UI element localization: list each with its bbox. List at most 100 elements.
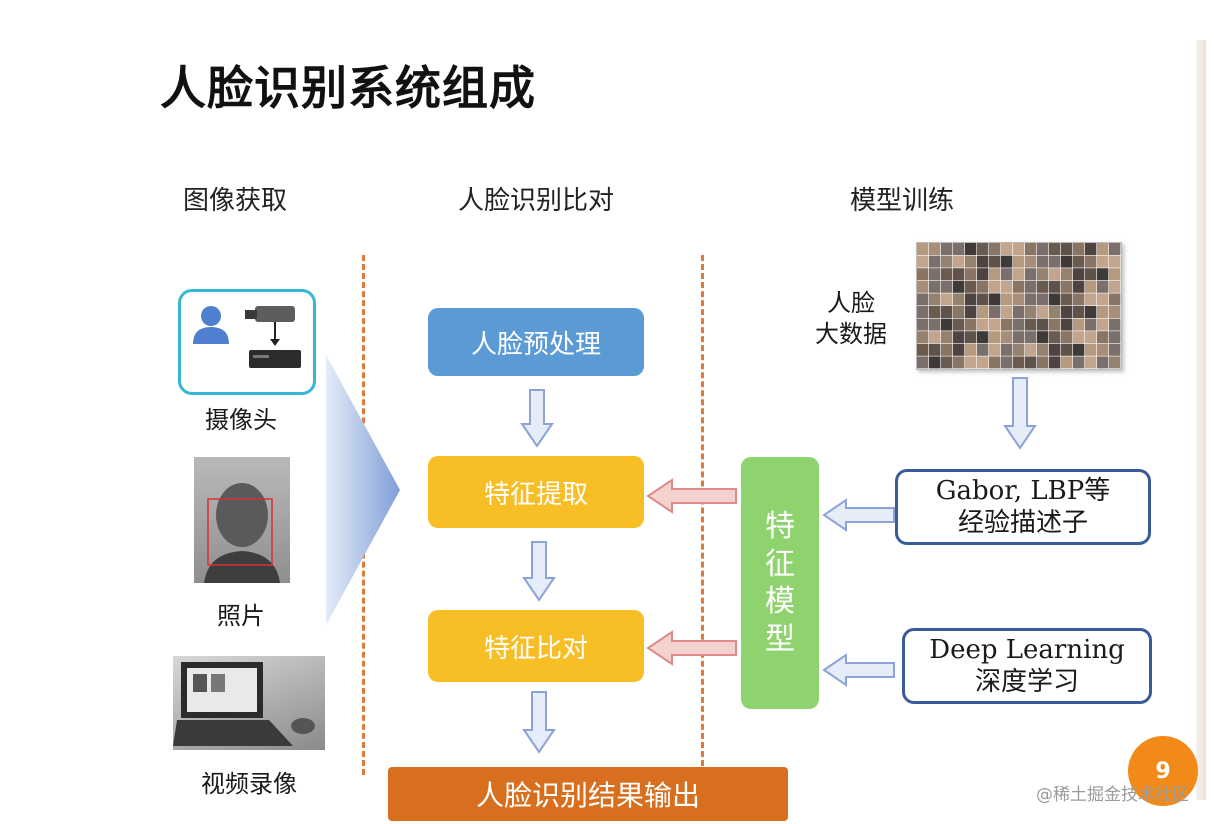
face-thumbnail (941, 243, 953, 255)
face-thumbnail (929, 343, 941, 356)
face-thumbnail (1001, 280, 1013, 293)
face-photo (194, 457, 290, 583)
face-thumbnail (1073, 255, 1085, 268)
face-thumbnail (989, 293, 1001, 306)
face-thumbnail (989, 243, 1001, 255)
left-arrow-deep (822, 653, 895, 687)
face-thumbnail (1073, 318, 1085, 331)
face-thumbnail (1025, 306, 1037, 318)
deep-learning-line-1: Deep Learning (929, 634, 1125, 665)
face-thumbnail (989, 318, 1001, 331)
face-thumbnail (965, 255, 977, 268)
face-thumbnail (1061, 255, 1073, 268)
face-thumbnail (1025, 293, 1037, 306)
face-thumbnail (977, 280, 989, 293)
face-thumbnail (1013, 293, 1025, 306)
left-arrow-extract (646, 478, 737, 514)
face-thumbnail (929, 243, 941, 255)
face-thumbnail (1085, 255, 1097, 268)
face-thumbnail (1001, 356, 1013, 369)
face-thumbnail (929, 331, 941, 344)
down-arrow-3 (522, 691, 556, 754)
face-thumbnail (953, 318, 965, 331)
face-thumbnail (1025, 356, 1037, 369)
face-thumbnail (1097, 280, 1109, 293)
face-thumbnail (941, 331, 953, 344)
face-thumbnail (917, 280, 929, 293)
face-thumbnail (1061, 331, 1073, 344)
left-arrow-compare (646, 630, 737, 666)
face-thumbnail (1073, 343, 1085, 356)
left-arrow-descriptor (822, 498, 895, 532)
big-data-label: 人脸 大数据 (808, 288, 894, 350)
face-thumbnail (1085, 280, 1097, 293)
down-arrow-1 (520, 389, 554, 448)
face-thumbnail (917, 318, 929, 331)
page-number-badge: 9 (1128, 736, 1198, 806)
face-thumbnail (1001, 343, 1013, 356)
descriptor-line-2: 经验描述子 (957, 508, 1088, 538)
face-thumbnail (1037, 356, 1049, 369)
face-thumbnail (1037, 343, 1049, 356)
face-thumbnail (1085, 356, 1097, 369)
face-thumbnail (977, 343, 989, 356)
face-thumbnail (953, 255, 965, 268)
face-thumbnail (941, 306, 953, 318)
face-thumbnail (1049, 343, 1061, 356)
face-thumbnail (1061, 318, 1073, 331)
face-thumbnail (1013, 268, 1025, 281)
face-thumbnail (1109, 318, 1121, 331)
big-data-line-1: 人脸 (827, 289, 875, 317)
face-thumbnail (1049, 280, 1061, 293)
feature-compare-box: 特征比对 (428, 610, 644, 682)
face-thumbnail (965, 293, 977, 306)
face-thumbnail (1073, 356, 1085, 369)
face-thumbnail (1037, 331, 1049, 344)
face-thumbnail (917, 268, 929, 281)
face-thumbnail (1001, 331, 1013, 344)
divider-right (701, 255, 704, 775)
face-thumbnail (1073, 306, 1085, 318)
face-mosaic-image (916, 242, 1122, 370)
face-thumbnail (989, 280, 1001, 293)
face-thumbnail (965, 243, 977, 255)
feature-model-char-3: 模 (765, 584, 795, 619)
face-thumbnail (1037, 306, 1049, 318)
face-thumbnail (1049, 293, 1061, 306)
face-thumbnail (989, 331, 1001, 344)
face-thumbnail (1109, 255, 1121, 268)
face-thumbnail (1109, 306, 1121, 318)
big-data-line-2: 大数据 (815, 320, 887, 349)
face-thumbnail (1001, 243, 1013, 255)
face-thumbnail (1073, 280, 1085, 293)
face-thumbnail (941, 343, 953, 356)
face-thumbnail (953, 268, 965, 281)
face-thumbnail (1061, 343, 1073, 356)
feature-extract-box: 特征提取 (428, 456, 644, 528)
face-thumbnail (1109, 268, 1121, 281)
video-recorder-icon (249, 350, 301, 368)
face-thumbnail (1049, 318, 1061, 331)
face-thumbnail (1061, 306, 1073, 318)
face-thumbnail (1109, 243, 1121, 255)
face-thumbnail (1025, 331, 1037, 344)
face-thumbnail (917, 331, 929, 344)
face-thumbnail (1109, 280, 1121, 293)
slide-edge-shadow (1196, 40, 1206, 800)
funnel-arrow (326, 355, 400, 625)
deep-learning-box: Deep Learning 深度学习 (902, 628, 1152, 704)
face-thumbnail (1073, 293, 1085, 306)
face-thumbnail (1073, 331, 1085, 344)
camera-illustration (193, 306, 301, 368)
face-thumbnail (1001, 306, 1013, 318)
face-thumbnail (1013, 318, 1025, 331)
face-thumbnail (977, 293, 989, 306)
face-thumbnail (1025, 343, 1037, 356)
face-thumbnail (917, 306, 929, 318)
face-thumbnail (1085, 331, 1097, 344)
column-heading-comparison: 人脸识别比对 (458, 186, 615, 216)
face-thumbnail (989, 306, 1001, 318)
face-thumbnail (1013, 331, 1025, 344)
feature-model-char-2: 征 (765, 546, 795, 582)
face-thumbnail (929, 293, 941, 306)
